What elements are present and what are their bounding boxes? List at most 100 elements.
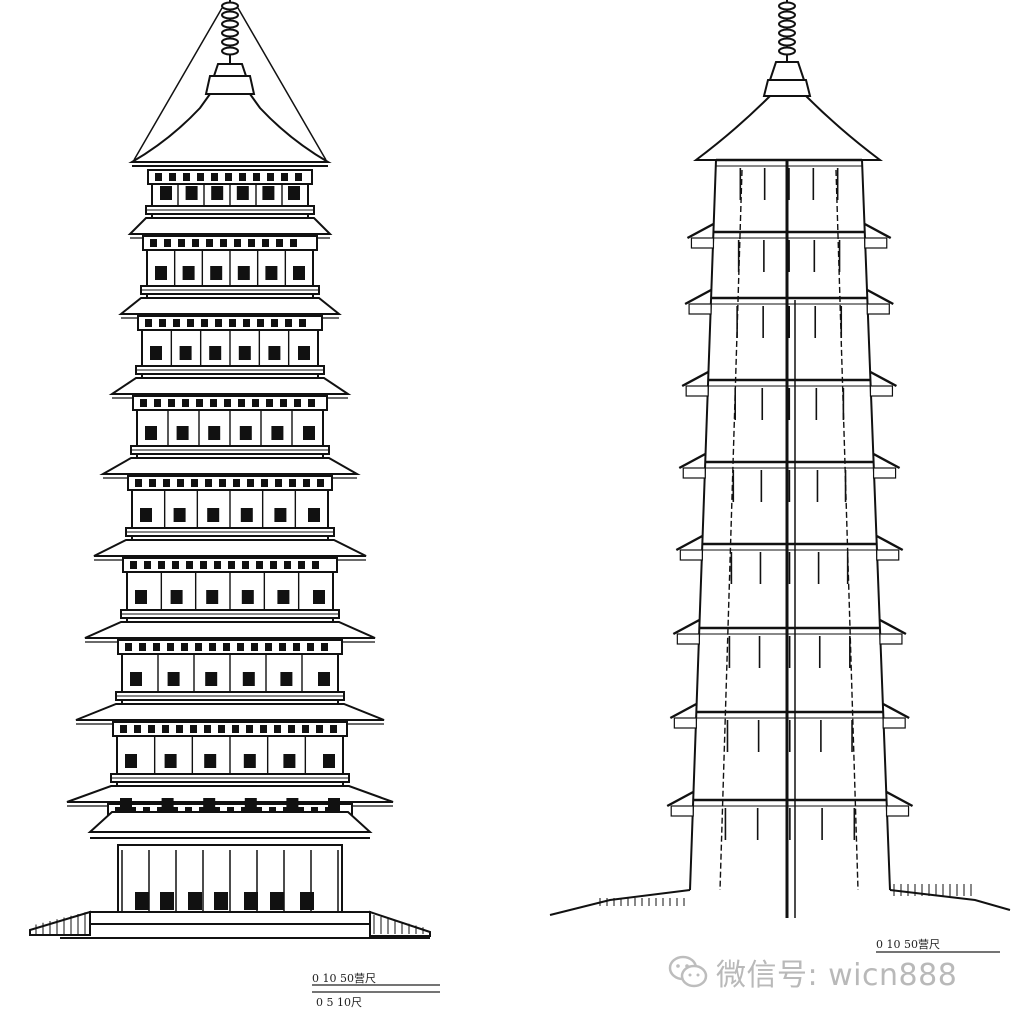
window <box>268 346 281 360</box>
bracket <box>223 643 230 651</box>
bracket <box>224 399 231 407</box>
base-door <box>270 892 284 910</box>
eave-right <box>885 790 914 808</box>
window <box>155 266 167 280</box>
bracket <box>196 399 203 407</box>
window <box>205 672 218 686</box>
window <box>277 590 290 604</box>
window <box>241 590 254 604</box>
eave-roof <box>66 785 394 803</box>
bracket <box>248 239 255 247</box>
window <box>207 508 220 522</box>
bracket <box>220 239 227 247</box>
bracket <box>215 319 222 327</box>
window <box>242 672 255 686</box>
finial-ring <box>221 46 239 56</box>
bracket <box>182 399 189 407</box>
section-floor <box>666 790 914 840</box>
window <box>298 346 310 360</box>
balcony-right <box>882 717 906 729</box>
bracket <box>148 725 155 733</box>
window <box>237 266 250 280</box>
balcony-right <box>866 303 890 315</box>
eave-right <box>866 288 894 306</box>
window <box>244 798 257 812</box>
bracket <box>178 239 185 247</box>
window <box>271 426 284 440</box>
eave-right <box>879 618 907 636</box>
section-top-roof <box>693 95 883 161</box>
window <box>323 754 335 768</box>
balcony-right <box>872 467 897 479</box>
eave-left <box>686 222 715 240</box>
bracket <box>206 239 213 247</box>
window <box>243 754 256 768</box>
bracket <box>225 173 232 181</box>
base-door <box>214 892 228 910</box>
bracket <box>158 561 165 569</box>
bracket <box>265 643 272 651</box>
bracket <box>316 725 323 733</box>
elevation-base <box>29 844 431 939</box>
bracket <box>192 239 199 247</box>
window <box>293 266 305 280</box>
eave-right <box>882 702 910 720</box>
bracket <box>256 561 263 569</box>
window <box>318 672 330 686</box>
finial-ring <box>778 19 796 29</box>
window <box>240 508 253 522</box>
bracket <box>242 561 249 569</box>
bracket <box>134 725 141 733</box>
bracket <box>252 399 259 407</box>
bracket <box>190 725 197 733</box>
section-outer-wall <box>689 159 891 891</box>
bracket <box>290 239 297 247</box>
section-floor <box>672 618 907 668</box>
section-inner-wall <box>719 169 859 891</box>
bracket <box>330 725 337 733</box>
window <box>173 508 186 522</box>
bracket <box>140 399 147 407</box>
base-door <box>135 892 149 910</box>
bracket <box>200 561 207 569</box>
elevation-storey <box>66 721 394 807</box>
bracket <box>183 173 190 181</box>
elevation-top-roof <box>128 93 332 163</box>
bracket <box>172 561 179 569</box>
window <box>288 186 300 200</box>
bracket <box>270 561 277 569</box>
bracket <box>181 643 188 651</box>
bracket <box>281 173 288 181</box>
window <box>280 672 293 686</box>
window <box>160 186 172 200</box>
finial-ring <box>221 28 239 38</box>
base-door <box>300 892 314 910</box>
section-floor <box>675 534 904 584</box>
window <box>120 798 132 812</box>
window <box>176 426 189 440</box>
window <box>313 590 325 604</box>
eave-left <box>675 534 703 552</box>
bracket <box>247 479 254 487</box>
bracket <box>307 643 314 651</box>
balcony-right <box>869 385 894 397</box>
bracket <box>276 239 283 247</box>
bracket <box>210 399 217 407</box>
bracket <box>209 643 216 651</box>
bracket <box>218 725 225 733</box>
window <box>145 426 157 440</box>
bracket <box>299 319 306 327</box>
bracket <box>169 173 176 181</box>
balcony-left <box>670 805 694 817</box>
window <box>274 508 287 522</box>
bracket <box>238 399 245 407</box>
window <box>308 508 320 522</box>
bracket <box>187 319 194 327</box>
balcony-left <box>688 303 712 315</box>
eave-roof <box>93 539 367 557</box>
window <box>238 346 251 360</box>
bracket <box>159 319 166 327</box>
bracket <box>271 319 278 327</box>
balcony-right <box>864 237 888 249</box>
